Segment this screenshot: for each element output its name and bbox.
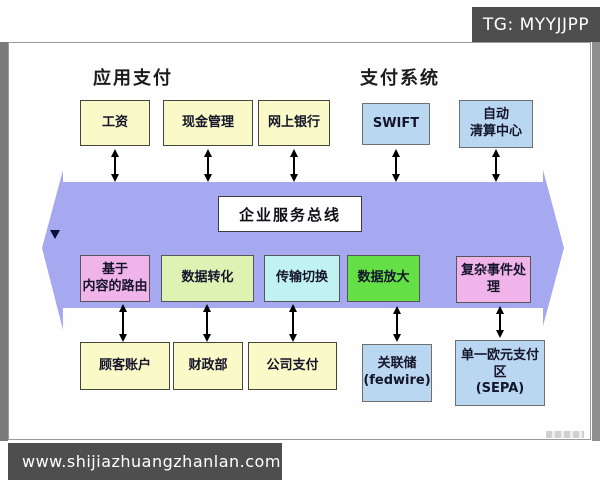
connector-arrow xyxy=(203,304,211,342)
box-customer-accounts: 顾客账户 xyxy=(80,342,170,390)
website-watermark-banner: www.shijiazhuangzhanlan.com xyxy=(8,443,282,480)
esb-label-box: 企业服务总线 xyxy=(218,196,362,232)
box-salary: 工资 xyxy=(80,100,150,146)
esb-band-arrow xyxy=(42,170,564,330)
website-watermark-text: www.shijiazhuangzhanlan.com xyxy=(22,452,281,471)
header-application-payment: 应用支付 xyxy=(93,68,173,89)
box-online-banking: 网上银行 xyxy=(258,100,330,146)
box-content-based-routing: 基于 内容的路由 xyxy=(80,255,150,302)
fine-print-smudge xyxy=(546,431,584,438)
box-corporate-payments: 公司支付 xyxy=(248,342,337,390)
connector-arrow xyxy=(393,306,401,342)
box-sepa: 单一欧元支付 区 (SEPA) xyxy=(455,340,545,406)
box-transport-switching: 传输切换 xyxy=(264,255,340,302)
telegram-watermark-banner: TG: MYYJJPP xyxy=(472,7,600,42)
esb-label: 企业服务总线 xyxy=(238,205,341,224)
telegram-watermark-text: TG: MYYJJPP xyxy=(482,14,590,35)
box-treasury: 财政部 xyxy=(173,342,243,390)
header-payment-system: 支付系统 xyxy=(360,68,440,89)
box-fedwire: 关联储 (fedwire) xyxy=(362,344,432,402)
connector-arrow xyxy=(111,149,119,182)
band-tick-marker xyxy=(50,230,60,239)
box-swift: SWIFT xyxy=(362,103,430,145)
connector-arrow xyxy=(119,304,127,342)
box-data-amplification: 数据放大 xyxy=(347,255,420,302)
box-data-transformation: 数据转化 xyxy=(161,255,254,302)
box-automatic-clearing-house: 自动 清算中心 xyxy=(459,100,533,148)
connector-arrow xyxy=(290,149,298,182)
right-edge-strip xyxy=(592,42,600,441)
box-cash-management: 现金管理 xyxy=(163,100,253,146)
box-complex-event-processing: 复杂事件处 理 xyxy=(456,256,531,303)
connector-arrow xyxy=(496,306,504,338)
connector-arrow xyxy=(492,149,500,182)
connector-arrow xyxy=(204,149,212,182)
connector-arrow xyxy=(392,149,400,182)
connector-arrow xyxy=(289,304,297,342)
left-edge-strip xyxy=(0,42,8,441)
